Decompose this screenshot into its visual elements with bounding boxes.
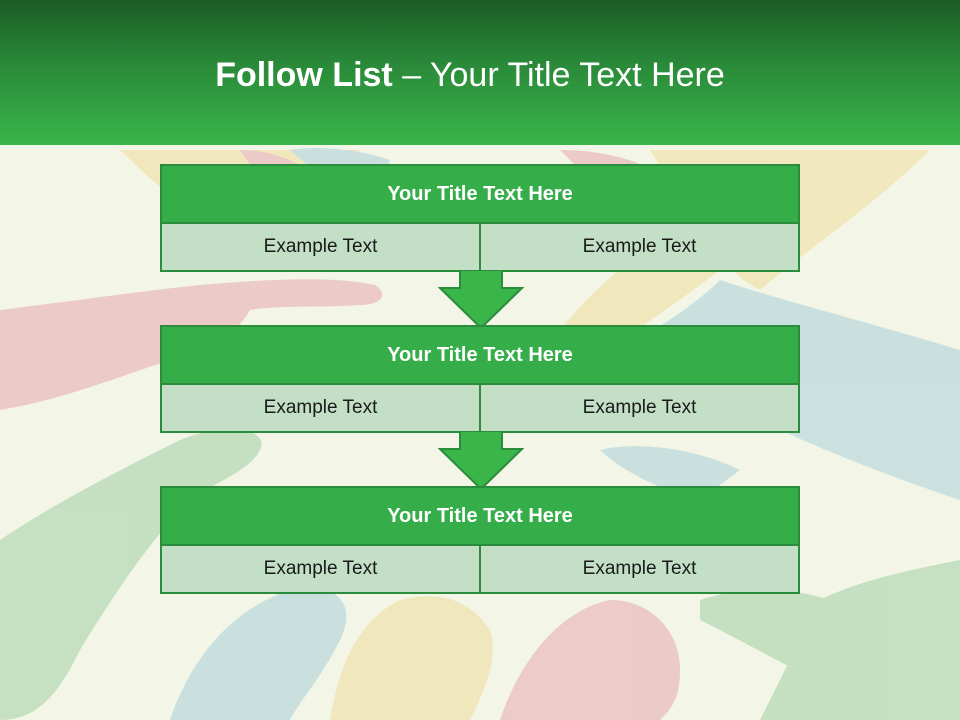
step-block-3: Your Title Text Here Example Text Exampl… [160, 486, 800, 594]
step-title: Your Title Text Here [162, 327, 798, 385]
title-bold-part: Follow List [215, 56, 393, 94]
step-cell-right: Example Text [479, 385, 798, 431]
step-cell-left: Example Text [263, 236, 378, 257]
step-block-2: Your Title Text Here Example Text Exampl… [160, 325, 800, 433]
step-cell-right: Example Text [479, 546, 798, 592]
step-cell-left: Example Text [263, 558, 378, 579]
step-row: Example Text Example Text [162, 385, 798, 431]
step-title: Your Title Text Here [162, 488, 798, 546]
title-rest-part: – Your Title Text Here [402, 56, 725, 94]
step-row: Example Text Example Text [162, 224, 798, 270]
step-cell-right: Example Text [479, 224, 798, 270]
header-banner: Follow List – Your Title Text Here [0, 0, 960, 145]
page-title: Follow List – Your Title Text Here [0, 52, 940, 98]
step-title: Your Title Text Here [162, 166, 798, 224]
down-arrow-icon [438, 270, 524, 330]
down-arrow-icon [438, 431, 524, 491]
step-row: Example Text Example Text [162, 546, 798, 592]
step-cell-left: Example Text [263, 397, 378, 418]
step-block-1: Your Title Text Here Example Text Exampl… [160, 164, 800, 272]
